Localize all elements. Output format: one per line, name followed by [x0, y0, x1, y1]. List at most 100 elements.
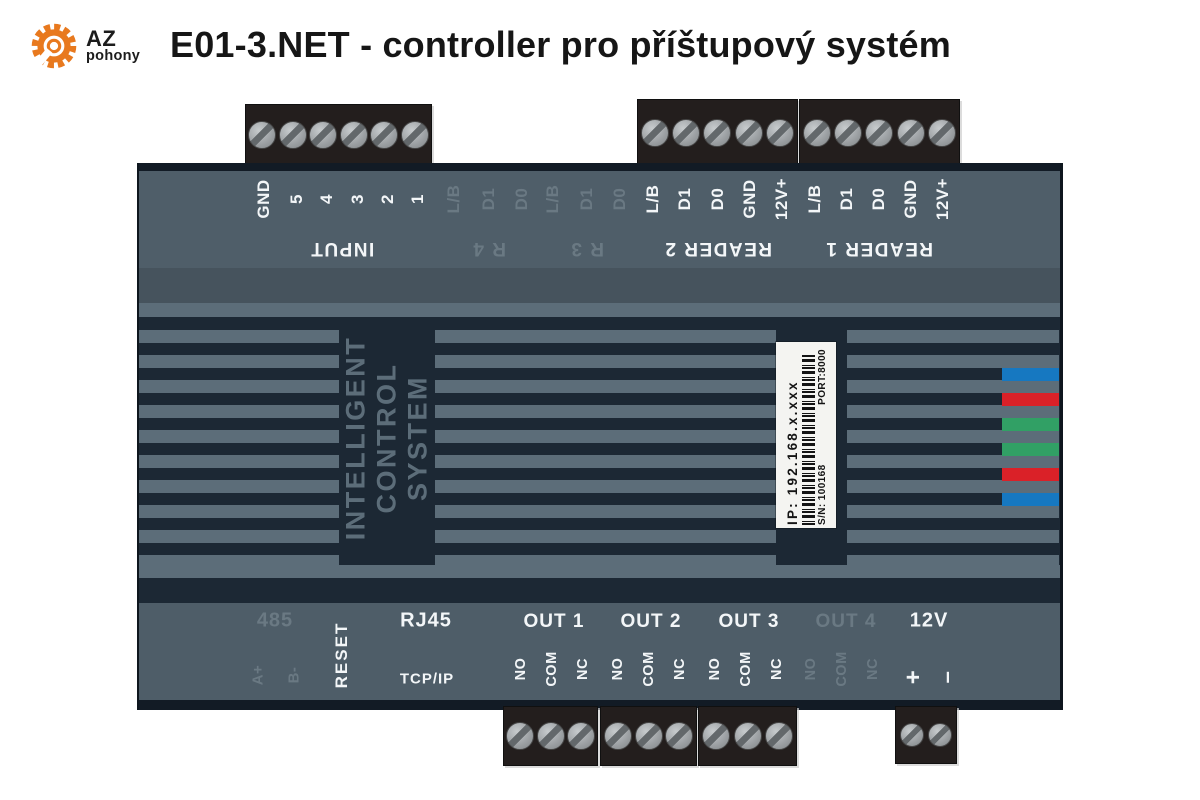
status-led [1002, 418, 1059, 431]
group-label-out1: OUT 1 [523, 611, 585, 632]
vent-stripe-full-bottom [139, 565, 1060, 578]
terminal-screw [896, 118, 925, 147]
pin-input-2: 2 [378, 194, 397, 204]
terminal-screw [703, 118, 732, 147]
terminal-screw [536, 722, 565, 750]
status-led-strip [1002, 368, 1059, 518]
group-label-r3: R 3 [569, 238, 605, 259]
group-label-r4: R 4 [471, 238, 507, 259]
group-label-reader1: READER 1 [824, 238, 934, 259]
terminal-screw [400, 121, 429, 149]
group-label-out3: OUT 3 [718, 611, 780, 632]
pin-out3-no: NO [707, 657, 723, 681]
pin-r4-lb: L/B [444, 184, 463, 214]
gear-icon [31, 23, 77, 69]
terminal-screw [634, 722, 663, 750]
status-led [1002, 443, 1059, 456]
terminal-block-input [245, 104, 432, 166]
branding-line-2: CONTROL [371, 362, 402, 514]
branding-line-3: SYSTEM [402, 374, 433, 502]
pin-out1-nc: NC [575, 658, 591, 680]
terminal-screw [764, 722, 793, 750]
pin-485-b: B- [285, 666, 303, 684]
terminal-block-reader2 [637, 99, 798, 166]
terminal-screw [834, 118, 863, 147]
controller-body: INTELLIGENT CONTROL SYSTEM IP: 192.168.x… [137, 163, 1063, 710]
terminal-screw [248, 121, 277, 149]
pin-input-4: 4 [317, 194, 336, 204]
vent-stripe-full-top [139, 303, 1060, 317]
logo-sub-text: pohony [86, 48, 141, 64]
sticker-port: PORT:8000 [816, 349, 828, 405]
barcode [801, 355, 815, 525]
branding-line-1: INTELLIGENT [340, 335, 371, 541]
device-top-edge [139, 163, 1060, 171]
vent-stripes-middle [435, 330, 776, 565]
terminal-block-out1 [503, 706, 598, 766]
terminal-screw [278, 121, 307, 149]
terminal-screw [506, 722, 535, 750]
pin-12v-plus: + [900, 669, 927, 685]
pin-r3-d0: D0 [610, 187, 629, 211]
pin-reader1-lb: L/B [805, 184, 824, 214]
terminal-screw [803, 118, 832, 147]
terminal-screw [765, 118, 794, 147]
pin-r4-d1: D1 [479, 187, 498, 211]
pin-input-3: 3 [348, 194, 367, 204]
pin-reader2-gnd: GND [740, 179, 759, 219]
device-bottom-edge [139, 700, 1060, 710]
pin-reader1-12v: 12V+ [933, 177, 952, 221]
status-led [1002, 368, 1059, 381]
pin-r3-d1: D1 [577, 187, 596, 211]
terminal-screw [566, 722, 595, 750]
pin-out4-no: NO [803, 657, 819, 681]
group-label-input: INPUT [309, 238, 375, 259]
terminal-screw [641, 118, 670, 147]
terminal-screw [865, 118, 894, 147]
terminal-screw [370, 121, 399, 149]
status-led [1002, 468, 1059, 481]
pin-out1-com: COM [544, 651, 560, 687]
terminal-screw [734, 118, 763, 147]
tcpip-label: TCP/IP [399, 670, 455, 688]
pin-12v-minus: – [934, 670, 959, 684]
sticker-serial: S/N: 100168 [816, 464, 828, 525]
terminal-screw [665, 722, 694, 750]
reset-label: RESET [332, 621, 351, 689]
terminal-block-out3 [698, 706, 797, 766]
sticker-ip: IP: 192.168.x.xxx [784, 380, 800, 525]
pin-input-gnd: GND [254, 179, 273, 219]
group-label-reader2: READER 2 [663, 238, 773, 259]
page-title: E01-3.NET - controller pro příštupový sy… [170, 24, 951, 65]
pin-out2-com: COM [641, 651, 657, 687]
pin-out3-com: COM [738, 651, 754, 687]
terminal-screw [339, 121, 368, 149]
terminal-block-out2 [600, 706, 697, 766]
pin-out1-no: NO [513, 657, 529, 681]
pin-out2-nc: NC [672, 658, 688, 680]
group-label-out4: OUT 4 [815, 611, 877, 632]
pin-reader2-d0: D0 [708, 187, 727, 211]
pin-out2-no: NO [610, 657, 626, 681]
logo-brand-text: AZ [86, 26, 117, 51]
status-led [1002, 493, 1059, 506]
group-label-485: 485 [256, 609, 294, 632]
terminal-screw [927, 118, 956, 147]
bottom-label-band [139, 603, 1060, 700]
status-led [1002, 393, 1059, 406]
pin-input-1: 1 [408, 194, 427, 204]
pin-reader1-d1: D1 [837, 187, 856, 211]
top-sub-band [139, 268, 1060, 303]
pin-r4-d0: D0 [512, 187, 531, 211]
pin-485-a: A+ [249, 664, 267, 686]
pin-reader1-gnd: GND [901, 179, 920, 219]
terminal-screw [309, 121, 338, 149]
terminal-block-reader1 [799, 99, 960, 166]
terminal-screw [733, 722, 762, 750]
terminal-screw [603, 722, 632, 750]
group-label-12v: 12V [909, 609, 949, 632]
pin-out4-com: COM [834, 651, 850, 687]
vent-stripes-left [139, 330, 339, 565]
terminal-screw [928, 723, 952, 747]
